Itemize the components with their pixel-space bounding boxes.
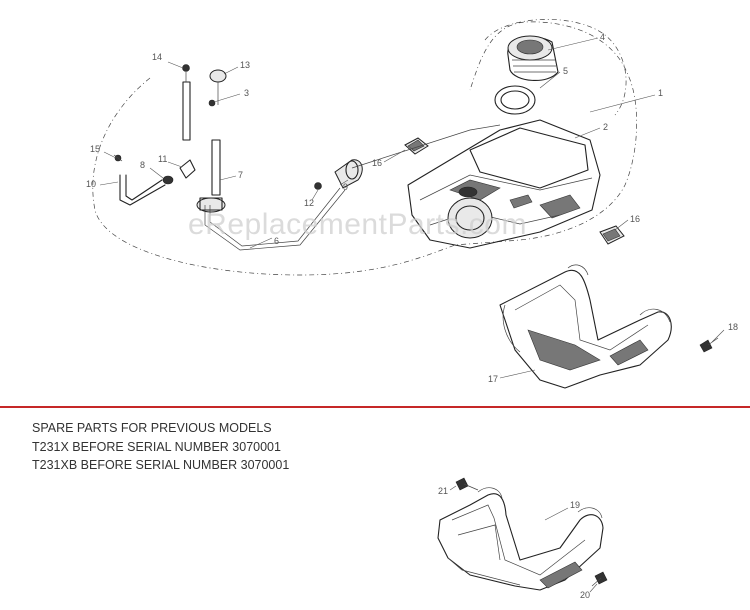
leader-lines bbox=[99, 37, 725, 379]
callout-9: 9 bbox=[343, 182, 348, 192]
callout-5: 5 bbox=[563, 66, 568, 76]
callout-2: 2 bbox=[603, 122, 608, 132]
callout-3: 3 bbox=[244, 88, 249, 98]
callout-14: 14 bbox=[152, 52, 162, 62]
leader-20 bbox=[589, 583, 598, 593]
callout-16-lower: 16 bbox=[630, 214, 640, 224]
fuel-line bbox=[204, 124, 501, 251]
callout-7: 7 bbox=[238, 170, 243, 180]
callout-11: 11 bbox=[158, 154, 167, 164]
spare-parts-model-1: T231X BEFORE SERIAL NUMBER 3070001 bbox=[32, 439, 281, 454]
vent-tube bbox=[182, 64, 191, 141]
spare-parts-heading: SPARE PARTS FOR PREVIOUS MODELS bbox=[32, 421, 272, 435]
callout-8-left: 8 bbox=[140, 160, 145, 170]
previous-model-bracket bbox=[437, 487, 604, 591]
fuel-cap bbox=[507, 35, 559, 81]
callout-20: 20 bbox=[580, 590, 590, 600]
callout-21: 21 bbox=[438, 486, 448, 496]
fuel-pickup-hose bbox=[196, 69, 227, 213]
return-hose bbox=[113, 154, 196, 206]
bracket-screw bbox=[699, 337, 719, 353]
spare-parts-note: SPARE PARTS FOR PREVIOUS MODELS T231X BE… bbox=[32, 419, 289, 475]
rubber-pad-lower bbox=[599, 225, 625, 245]
tank-bracket bbox=[499, 264, 672, 389]
fuel-filter bbox=[314, 159, 363, 190]
callout-15: 15 bbox=[90, 144, 100, 154]
fuel-tank bbox=[407, 119, 601, 249]
assembly-boundary bbox=[92, 21, 637, 276]
section-divider bbox=[0, 406, 750, 408]
screw-21 bbox=[455, 477, 479, 491]
callout-6: 6 bbox=[274, 236, 279, 246]
callout-4: 4 bbox=[600, 32, 605, 42]
leader-21 bbox=[449, 485, 457, 491]
callout-10: 10 bbox=[86, 179, 96, 189]
callout-13: 13 bbox=[240, 60, 250, 70]
cap-boundary bbox=[484, 19, 627, 116]
callout-19: 19 bbox=[570, 500, 580, 510]
callout-16-upper: 16 bbox=[372, 158, 382, 168]
screw-20 bbox=[591, 571, 608, 587]
rubber-pad-upper bbox=[404, 137, 429, 155]
spare-parts-model-2: T231XB BEFORE SERIAL NUMBER 3070001 bbox=[32, 458, 290, 472]
callout-12: 12 bbox=[304, 198, 314, 208]
callout-17: 17 bbox=[488, 374, 498, 384]
watermark: eReplacementParts.com bbox=[188, 208, 527, 241]
cap-gasket bbox=[494, 85, 536, 115]
callout-1: 1 bbox=[658, 88, 663, 98]
callout-18: 18 bbox=[728, 322, 738, 332]
leader-19 bbox=[544, 507, 569, 521]
